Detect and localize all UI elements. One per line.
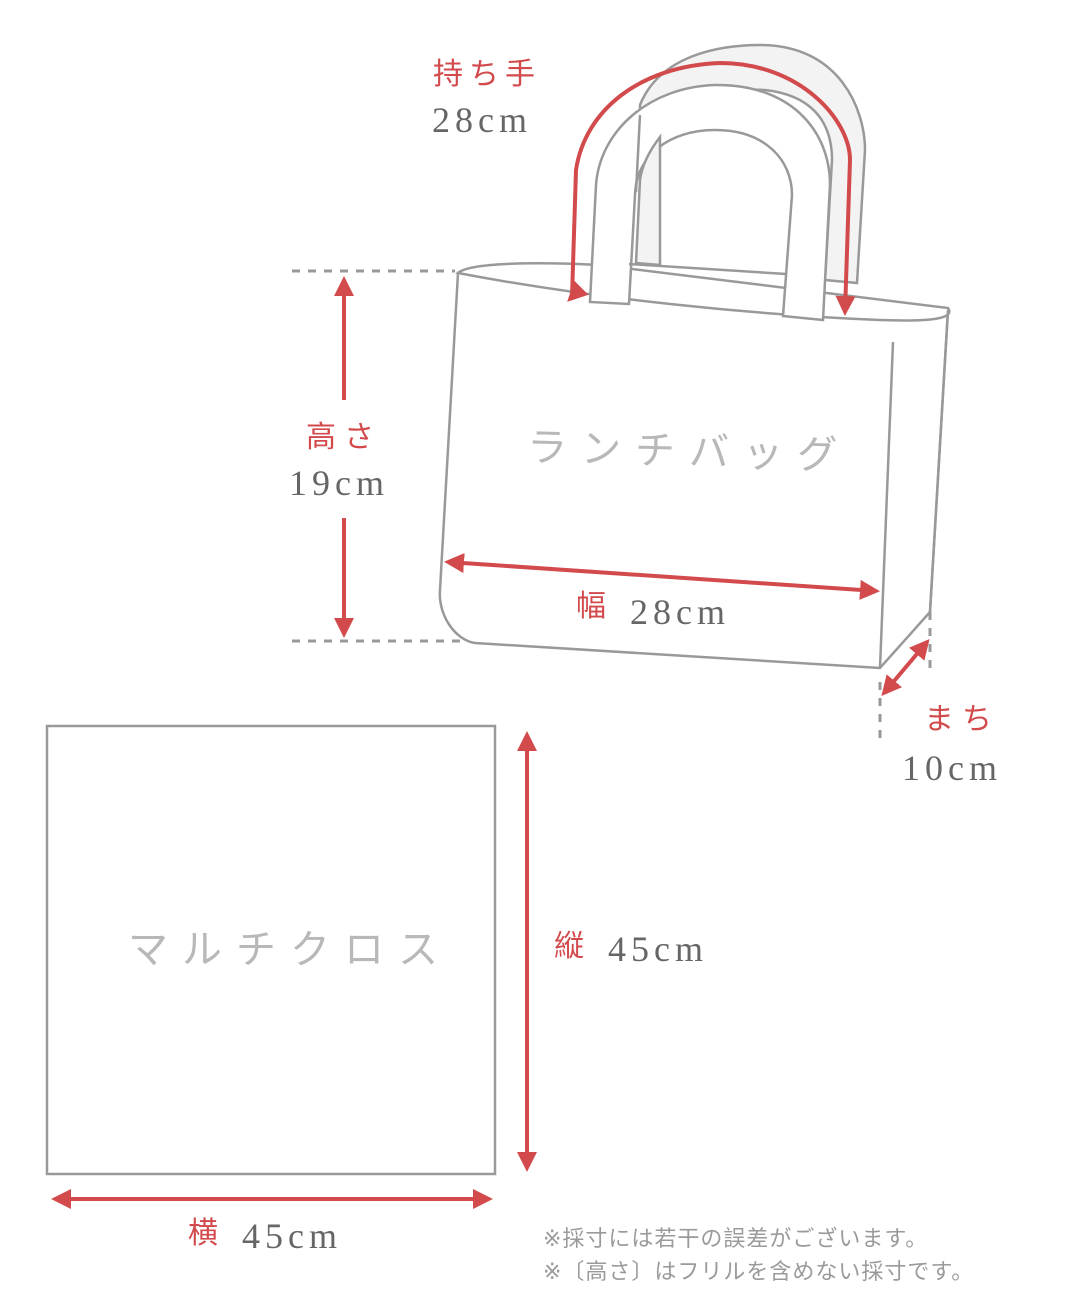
gusset-label: まち xyxy=(924,702,1000,737)
note-measurement-error: ※採寸には若干の誤差がございます。 xyxy=(543,1227,929,1252)
height-label: 高さ xyxy=(306,420,382,455)
horizontal-value: 45cm xyxy=(242,1216,342,1256)
width-value: 28cm xyxy=(630,592,730,632)
horizontal-label: 横 xyxy=(188,1216,218,1251)
gusset-arrow xyxy=(881,638,930,697)
handle-value: 28cm xyxy=(432,100,532,140)
width-label: 幅 xyxy=(576,589,606,624)
multi-cloth-name: マルチクロス xyxy=(128,927,452,973)
gusset-value: 10cm xyxy=(902,748,1002,788)
handle-label: 持ち手 xyxy=(433,57,541,92)
note-height-excludes-frill: ※〔高さ〕はフリルを含めない採寸です。 xyxy=(543,1260,975,1285)
vertical-value: 45cm xyxy=(608,929,708,969)
height-value: 19cm xyxy=(289,463,389,503)
back-handle xyxy=(638,43,867,285)
vertical-label: 縦 xyxy=(554,929,584,964)
lunch-bag-name: ランチバッグ xyxy=(526,424,852,480)
multi-cloth-square xyxy=(45,724,497,1176)
front-handle xyxy=(588,83,832,322)
width-arrow xyxy=(444,553,880,600)
handle-arrow xyxy=(570,60,856,316)
